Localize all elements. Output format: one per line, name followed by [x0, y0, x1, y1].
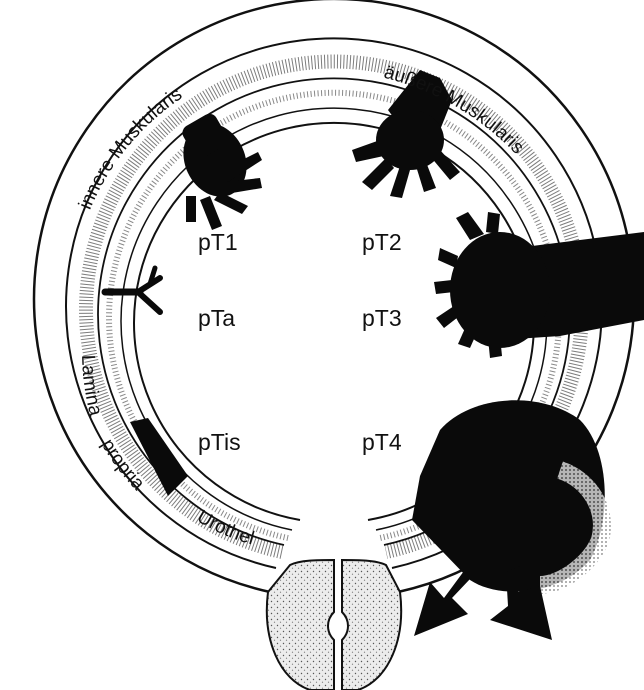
urethra-right-wall	[342, 560, 401, 690]
stage-label-ptis: pTis	[198, 429, 241, 455]
tumor-pt3	[434, 212, 644, 358]
urethra	[267, 560, 401, 690]
label-lamina: Lamina	[77, 354, 106, 418]
urethra-left-wall	[267, 560, 334, 690]
tumor-pt4	[412, 400, 605, 640]
tumor-pt1	[172, 111, 262, 230]
stage-label-pt3: pT3	[362, 305, 402, 331]
stage-label-pt2: pT2	[362, 229, 402, 255]
stage-label-pt1: pT1	[198, 229, 238, 255]
stage-label-pt4: pT4	[362, 429, 402, 455]
invasion-arrow-left	[414, 552, 488, 636]
stage-label-pta: pTa	[198, 305, 235, 331]
label-urothel: Urothel	[193, 506, 256, 549]
